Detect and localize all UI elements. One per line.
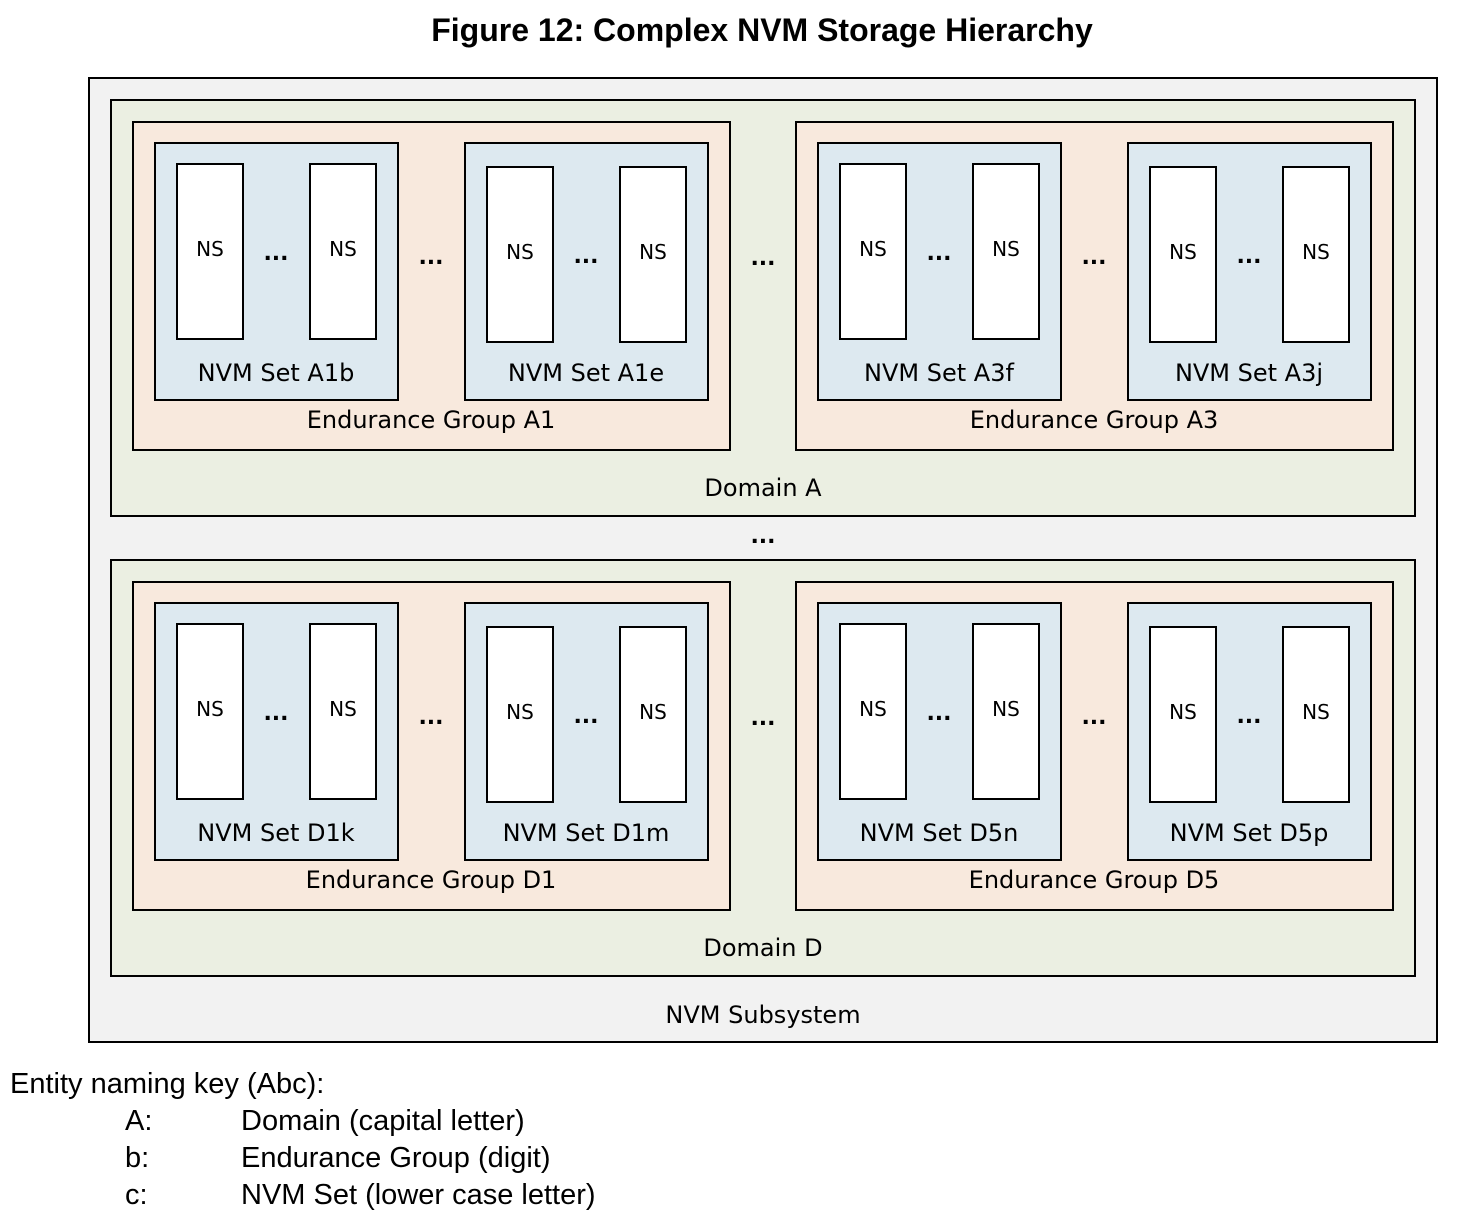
endurance-group-ellipsis: ... <box>750 246 776 271</box>
key-desc-c: NVM Set (lower case letter) <box>241 1179 596 1211</box>
namespace-box <box>619 166 687 343</box>
nvm-set-ellipsis: ... <box>1081 245 1107 270</box>
endurance-group-a0-label: Endurance Group A1 <box>306 406 556 434</box>
namespace-ellipsis: ... <box>1236 244 1262 269</box>
namespace-ellipsis: ... <box>926 241 952 266</box>
namespace-label: NS <box>859 697 887 721</box>
nvm-set-d11-label: NVM Set D5p <box>1169 819 1329 847</box>
namespace-label: NS <box>329 237 357 261</box>
nvm-set-a01-label: NVM Set A1e <box>507 359 665 387</box>
namespace-label: NS <box>196 697 224 721</box>
namespace-label: NS <box>992 237 1020 261</box>
nvm-set-d10-label: NVM Set D5n <box>859 819 1019 847</box>
namespace-box <box>486 626 554 803</box>
namespace-ellipsis: ... <box>573 704 599 729</box>
endurance-group-d0-label: Endurance Group D1 <box>305 866 557 894</box>
namespace-label: NS <box>506 700 534 724</box>
nvm-set-a10-label: NVM Set A3f <box>864 359 1014 387</box>
namespace-label: NS <box>639 240 667 264</box>
endurance-group-d1-label: Endurance Group D5 <box>968 866 1220 894</box>
namespace-label: NS <box>859 237 887 261</box>
nvm-set-ellipsis: ... <box>418 705 444 730</box>
figure-title: Figure 12: Complex NVM Storage Hierarchy <box>431 12 1093 48</box>
namespace-box <box>619 626 687 803</box>
namespace-box <box>1149 166 1217 343</box>
namespace-label: NS <box>196 237 224 261</box>
namespace-ellipsis: ... <box>926 701 952 726</box>
namespace-box <box>309 163 377 340</box>
namespace-ellipsis: ... <box>263 701 289 726</box>
namespace-box <box>486 166 554 343</box>
namespace-box <box>972 163 1040 340</box>
namespace-box <box>1282 166 1350 343</box>
key-letter-a: A: <box>125 1105 153 1137</box>
namespace-label: NS <box>639 700 667 724</box>
nvm-set-d00-label: NVM Set D1k <box>197 819 355 847</box>
key-heading: Entity naming key (Abc): <box>10 1068 325 1100</box>
subsystem-label: NVM Subsystem <box>665 1001 861 1029</box>
namespace-label: NS <box>1302 700 1330 724</box>
endurance-group-ellipsis: ... <box>750 706 776 731</box>
namespace-box <box>972 623 1040 800</box>
namespace-box <box>839 623 907 800</box>
domain-ellipsis: ... <box>750 524 776 549</box>
nvm-set-d01-label: NVM Set D1m <box>502 819 670 847</box>
nvm-set-ellipsis: ... <box>1081 705 1107 730</box>
key-desc-b: Endurance Group (digit) <box>241 1142 551 1174</box>
endurance-group-a1-label: Endurance Group A3 <box>969 406 1219 434</box>
namespace-box <box>1149 626 1217 803</box>
domain-a-label: Domain A <box>704 474 822 502</box>
namespace-label: NS <box>1169 240 1197 264</box>
key-desc-a: Domain (capital letter) <box>241 1105 525 1137</box>
namespace-ellipsis: ... <box>1236 704 1262 729</box>
namespace-box <box>309 623 377 800</box>
domain-d-label: Domain D <box>703 934 823 962</box>
namespace-label: NS <box>992 697 1020 721</box>
namespace-label: NS <box>329 697 357 721</box>
key-letter-b: b: <box>125 1142 150 1174</box>
nvm-set-a00-label: NVM Set A1b <box>197 359 355 387</box>
key-letter-c: c: <box>125 1179 148 1211</box>
namespace-label: NS <box>1302 240 1330 264</box>
nvm-set-a11-label: NVM Set A3j <box>1174 359 1324 387</box>
namespace-box <box>176 623 244 800</box>
namespace-box <box>839 163 907 340</box>
nvm-set-ellipsis: ... <box>418 245 444 270</box>
namespace-box <box>176 163 244 340</box>
namespace-box <box>1282 626 1350 803</box>
namespace-label: NS <box>1169 700 1197 724</box>
namespace-ellipsis: ... <box>573 244 599 269</box>
namespace-ellipsis: ... <box>263 241 289 266</box>
namespace-label: NS <box>506 240 534 264</box>
